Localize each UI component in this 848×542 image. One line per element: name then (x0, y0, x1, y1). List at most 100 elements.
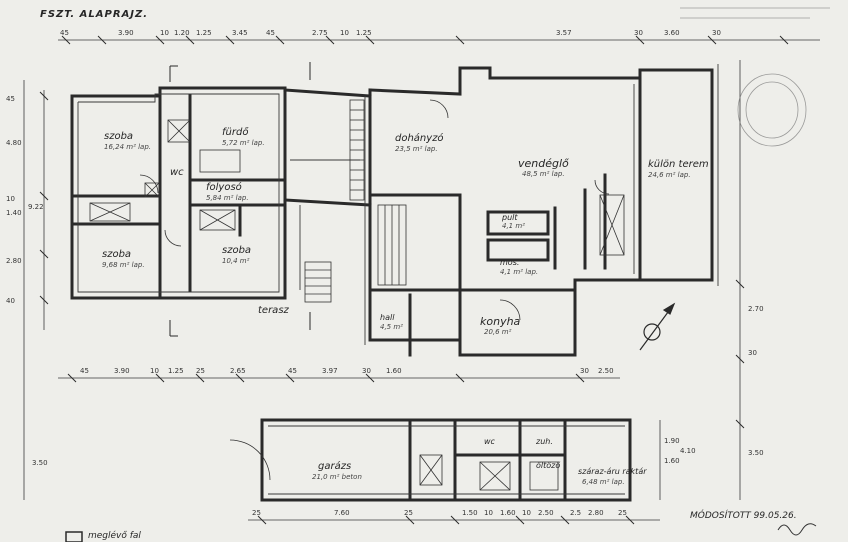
stamp-seal (680, 7, 830, 147)
legend-wall-swatch (65, 531, 83, 542)
dim-bottom: 2.5 (570, 509, 582, 517)
room-label-oltozo: öltöző (536, 461, 561, 470)
dim-middle: 45 (288, 367, 297, 375)
dim-right: 30 (748, 349, 757, 357)
signature-scribble (777, 523, 817, 536)
dim-middle: 1.25 (168, 367, 184, 375)
dim-right: 3.50 (748, 449, 764, 457)
dim-bottom: 2.80 (588, 509, 604, 517)
dim-middle: 10 (150, 367, 159, 375)
dim-top: 2.75 (312, 29, 328, 37)
fixtures (89, 119, 625, 491)
dim-top: 10 (160, 29, 169, 37)
room-label-szaraz-raktar: száraz-áru raktár (578, 467, 647, 476)
room-area-kulon-terem: 24,6 m² lap. (648, 171, 691, 179)
room-label-furdo: fürdő (222, 127, 249, 138)
dim-bottom: 1.60 (500, 509, 516, 517)
dim-top: 45 (60, 29, 69, 37)
dim-left: 9.22 (28, 203, 44, 211)
room-label-kezelo: mos. (500, 258, 520, 267)
walls (70, 66, 714, 502)
room-area-szoba-3: 10,4 m² (222, 257, 250, 265)
room-area-pult: 4,1 m² (502, 222, 525, 230)
room-area-konyha: 20,6 m² (484, 328, 512, 336)
dim-left: 4.80 (6, 139, 22, 147)
dim-bottom: 2.50 (538, 509, 554, 517)
plan-title: FSZT. ALAPRAJZ. (40, 9, 149, 20)
legend-label: meglévő fal (88, 531, 141, 541)
room-label-szoba-2: szoba (102, 249, 132, 260)
dim-bottom: 10 (484, 509, 493, 517)
dim-left: 2.80 (6, 257, 22, 265)
dimension-lines (23, 39, 820, 521)
dim-left: 45 (6, 95, 15, 103)
room-area-dohanyzo: 23,5 m² lap. (395, 145, 438, 153)
dim-top: 1.25 (356, 29, 372, 37)
dim-middle: 30 (580, 367, 589, 375)
room-label-vendeglo: vendéglő (518, 157, 569, 170)
dim-bottom: 10 (522, 509, 531, 517)
door-swings (139, 99, 610, 481)
room-label-szoba-1: szoba (104, 131, 134, 142)
dim-left: 10 (6, 195, 15, 203)
room-area-szaraz-raktar: 6,48 m² lap. (582, 478, 625, 486)
dim-middle: 3.90 (114, 367, 130, 375)
dim-middle: 30 (362, 367, 371, 375)
north-arrow-icon (639, 302, 676, 351)
room-area-kezelo: 4,1 m² lap. (500, 268, 539, 276)
room-area-folyoso: 5,84 m² lap. (206, 194, 249, 202)
dim-bottom: 25 (404, 509, 413, 517)
room-label-folyoso: folyosó (206, 182, 242, 193)
dim-bottom: 25 (252, 509, 261, 517)
room-label-kulon-terem: külön terem (648, 159, 709, 170)
wall-inner-lines (77, 64, 719, 495)
room-label-hall: hall (380, 313, 395, 322)
room-label-dohanyzo: dohányzó (395, 133, 444, 144)
room-area-vendeglo: 48,5 m² lap. (522, 170, 565, 178)
dim-middle: 45 (80, 367, 89, 375)
dim-bottom: 25 (618, 509, 627, 517)
dim-middle: 3.97 (322, 367, 338, 375)
room-label-szoba-3: szoba (222, 245, 252, 256)
dim-top: 30 (634, 29, 643, 37)
room-label-pult: pult (502, 213, 518, 222)
dim-top: 3.60 (664, 29, 680, 37)
room-label-konyha: konyha (480, 315, 521, 328)
dim-right: 2.70 (748, 305, 764, 313)
modification-note: MÓDOSÍTOTT 99.05.26. (690, 511, 797, 521)
dim-lower-right: 1.60 (664, 457, 680, 465)
dim-middle: 2.50 (598, 367, 614, 375)
room-area-garazs: 21,0 m² beton (312, 473, 362, 481)
dim-top: 1.25 (196, 29, 212, 37)
room-label-terasz: terasz (258, 305, 289, 316)
dim-left: 1.40 (6, 209, 22, 217)
room-area-szoba-1: 16,24 m² lap. (104, 143, 152, 151)
dim-bottom: 1.50 (462, 509, 478, 517)
dim-lower-left: 3.50 (32, 459, 48, 467)
dim-bottom: 7.60 (334, 509, 350, 517)
dim-lower-right: 4.10 (680, 447, 696, 455)
dim-top: 3.45 (232, 29, 248, 37)
dim-top: 30 (712, 29, 721, 37)
dim-top: 10 (340, 29, 349, 37)
room-label-wc: wc (170, 167, 184, 178)
dimension-ticks (39, 35, 789, 525)
stairs (304, 99, 407, 303)
dim-top: 1.20 (174, 29, 190, 37)
dim-left: 40 (6, 297, 15, 305)
room-area-szoba-2: 9,68 m² lap. (102, 261, 145, 269)
dim-top: 45 (266, 29, 275, 37)
room-label-zuh: zuh. (536, 437, 553, 446)
room-area-hall: 4,5 m² (380, 323, 403, 331)
dim-lower-right: 1.90 (664, 437, 680, 445)
section-marks (169, 62, 311, 337)
dim-top: 3.57 (556, 29, 572, 37)
room-label-garazs: garázs (318, 461, 352, 472)
room-area-furdo: 5,72 m² lap. (222, 139, 265, 147)
dim-top: 3.90 (118, 29, 134, 37)
dim-middle: 1.60 (386, 367, 402, 375)
dim-middle: 25 (196, 367, 205, 375)
dim-middle: 2.65 (230, 367, 246, 375)
